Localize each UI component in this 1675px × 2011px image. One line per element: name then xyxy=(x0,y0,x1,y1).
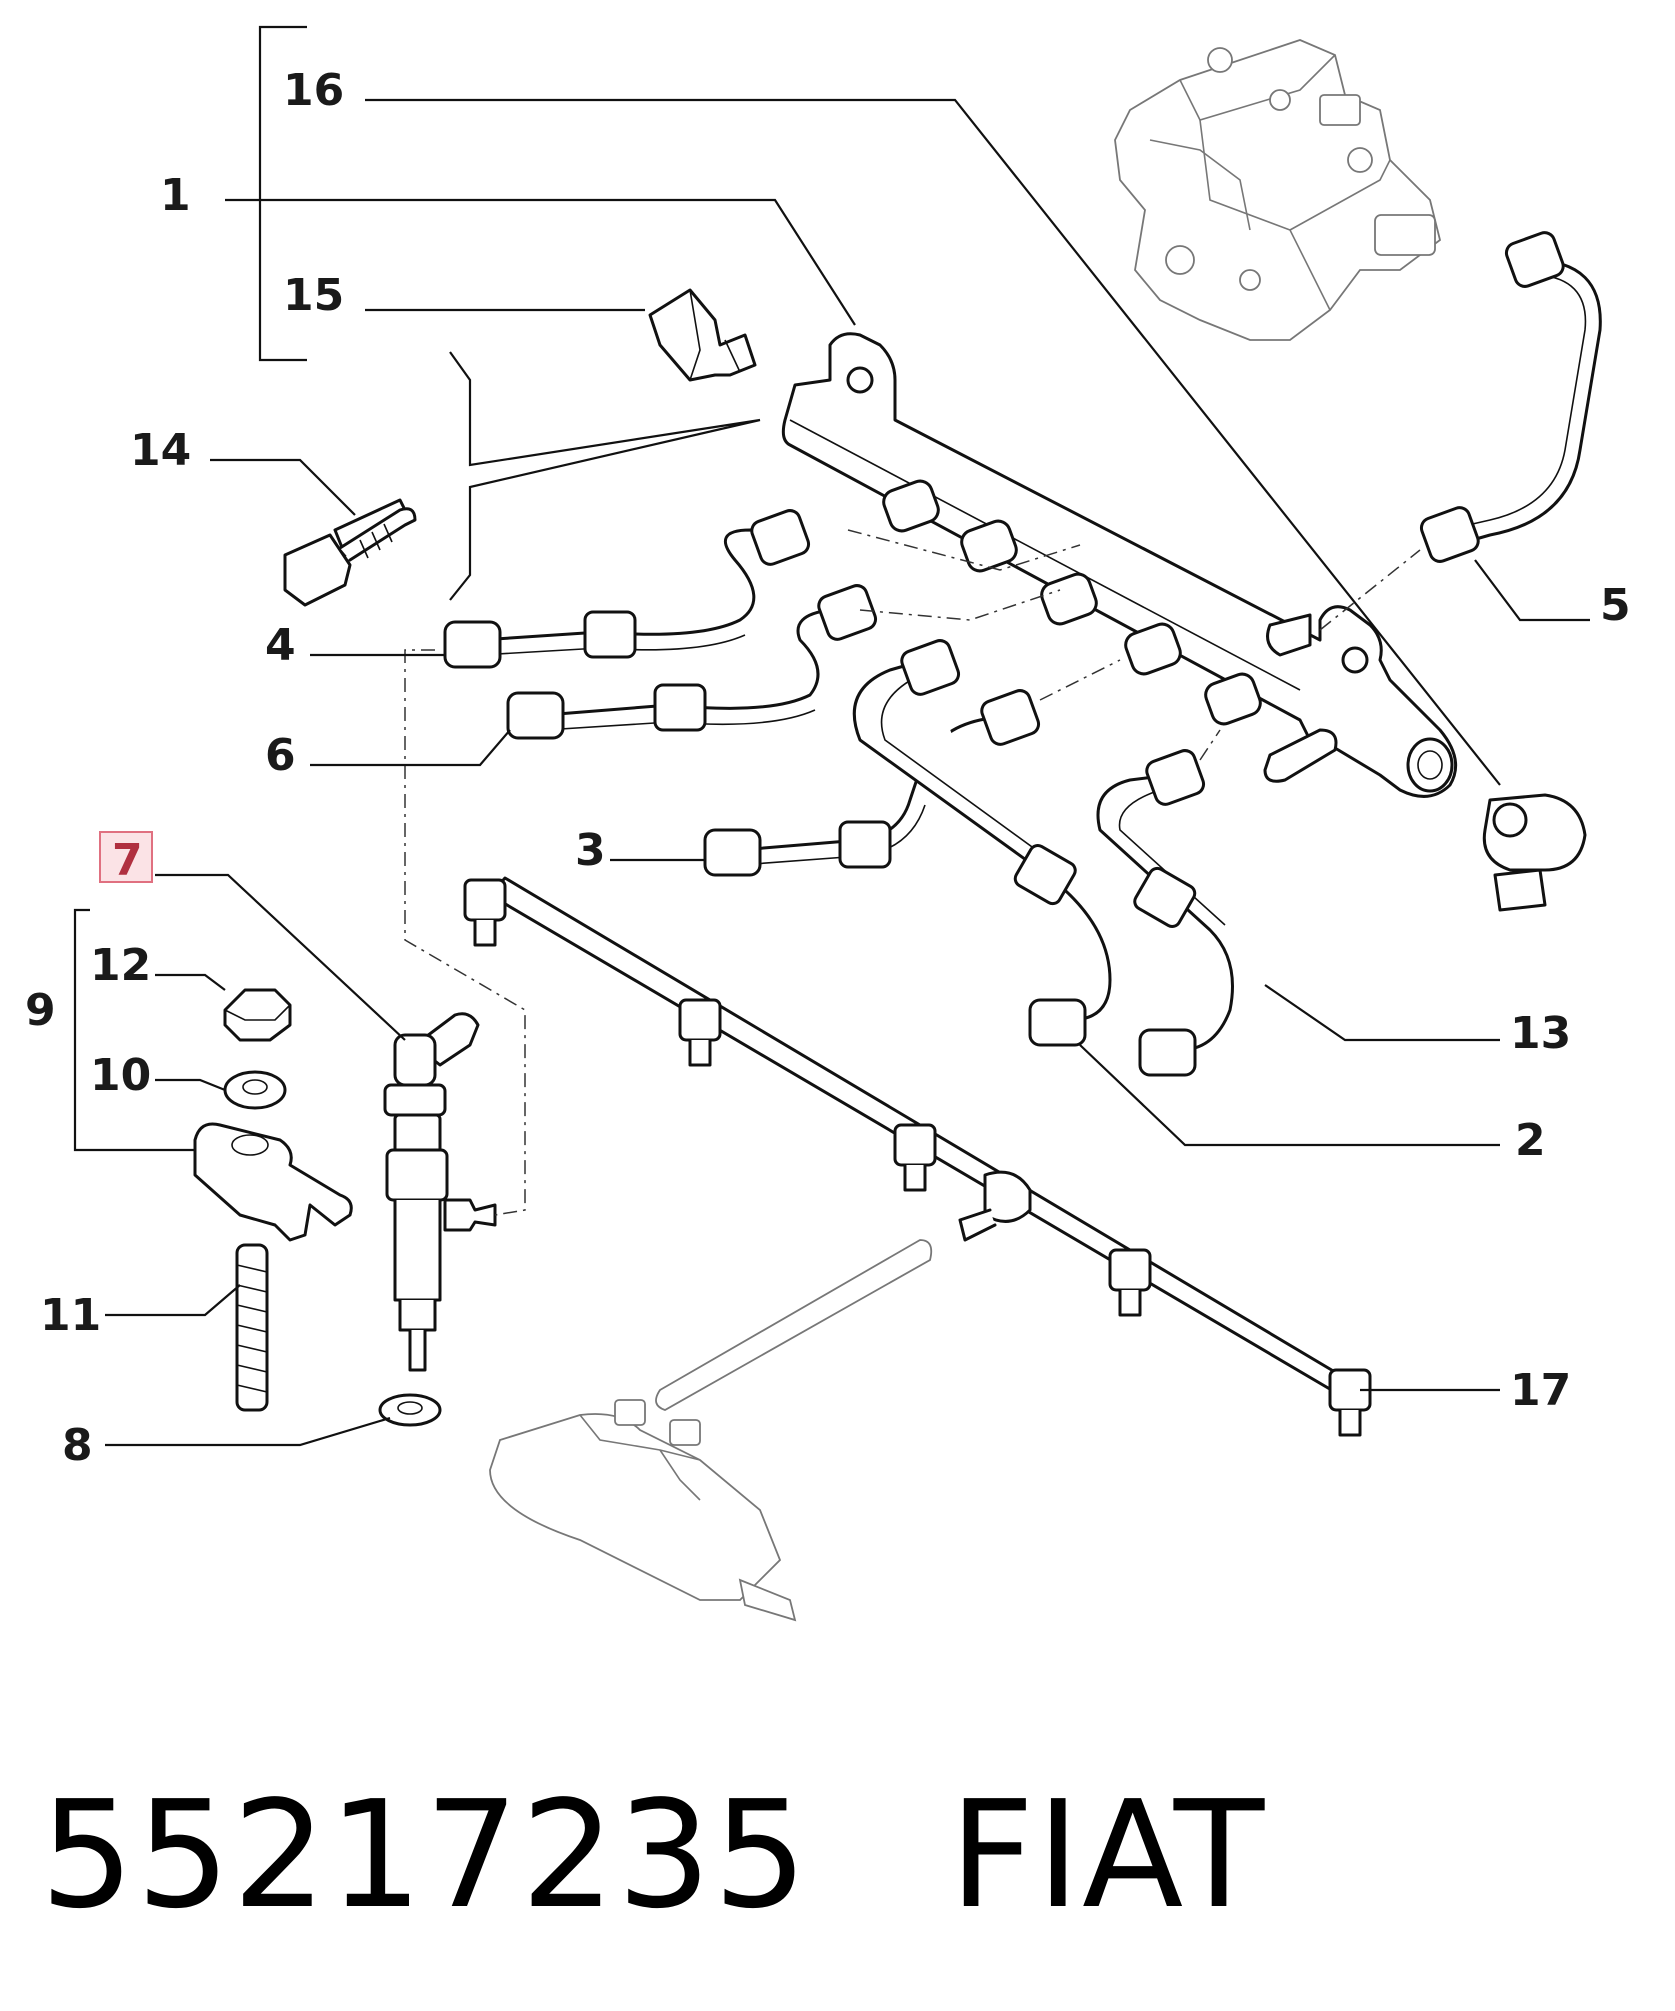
callout-4[interactable]: 4 xyxy=(265,620,296,671)
clamp-bracket xyxy=(193,1122,353,1242)
group-bracket xyxy=(258,25,761,601)
callout-11[interactable]: 11 xyxy=(40,1290,101,1341)
stud-11 xyxy=(235,1243,269,1412)
callout-3[interactable]: 3 xyxy=(575,825,606,876)
callout-13[interactable]: 13 xyxy=(1510,1008,1571,1059)
callout-9[interactable]: 9 xyxy=(25,985,56,1036)
pipe-6 xyxy=(506,584,878,740)
pipe-4 xyxy=(443,509,811,669)
callout-7-highlight xyxy=(99,831,153,883)
fuel-rail xyxy=(781,332,1458,798)
callout-2[interactable]: 2 xyxy=(1515,1115,1546,1166)
leader-lines xyxy=(73,98,1590,1447)
pipe-13 xyxy=(1096,749,1234,1077)
callout-17[interactable]: 17 xyxy=(1510,1365,1571,1416)
pump-pipe xyxy=(1419,231,1602,563)
callout-16[interactable]: 16 xyxy=(283,65,344,116)
callout-6[interactable]: 6 xyxy=(265,730,296,781)
rail-outlets xyxy=(882,479,1312,726)
callout-7[interactable]: 7 xyxy=(112,835,143,886)
filter-assembly xyxy=(489,1239,933,1622)
part-number: 55217235 xyxy=(40,1769,810,1941)
callout-10[interactable]: 10 xyxy=(90,1050,151,1101)
pressure-sensor xyxy=(648,288,757,382)
pipe-2 xyxy=(852,639,1112,1047)
callouts: 16 1 15 14 5 4 6 3 7 9 12 10 11 8 13 2 1… xyxy=(25,65,1631,1471)
brand-name: FIAT xyxy=(949,1769,1267,1941)
callout-15[interactable]: 15 xyxy=(283,270,344,321)
return-line xyxy=(463,876,1372,1437)
callout-8[interactable]: 8 xyxy=(62,1420,93,1471)
callout-14[interactable]: 14 xyxy=(130,425,191,476)
callout-12[interactable]: 12 xyxy=(90,940,151,991)
washer-10 xyxy=(223,1070,287,1110)
callout-1[interactable]: 1 xyxy=(160,170,191,221)
rail-plug xyxy=(1482,793,1587,912)
washer-8 xyxy=(378,1393,442,1427)
bolt xyxy=(283,498,417,607)
callout-5[interactable]: 5 xyxy=(1600,580,1631,631)
high-pressure-pump xyxy=(1114,39,1442,341)
injector xyxy=(383,1012,497,1372)
footer: 55217235 FIAT xyxy=(40,1769,1267,1941)
nut-12 xyxy=(223,988,292,1042)
assembly-axes xyxy=(404,529,1421,1216)
